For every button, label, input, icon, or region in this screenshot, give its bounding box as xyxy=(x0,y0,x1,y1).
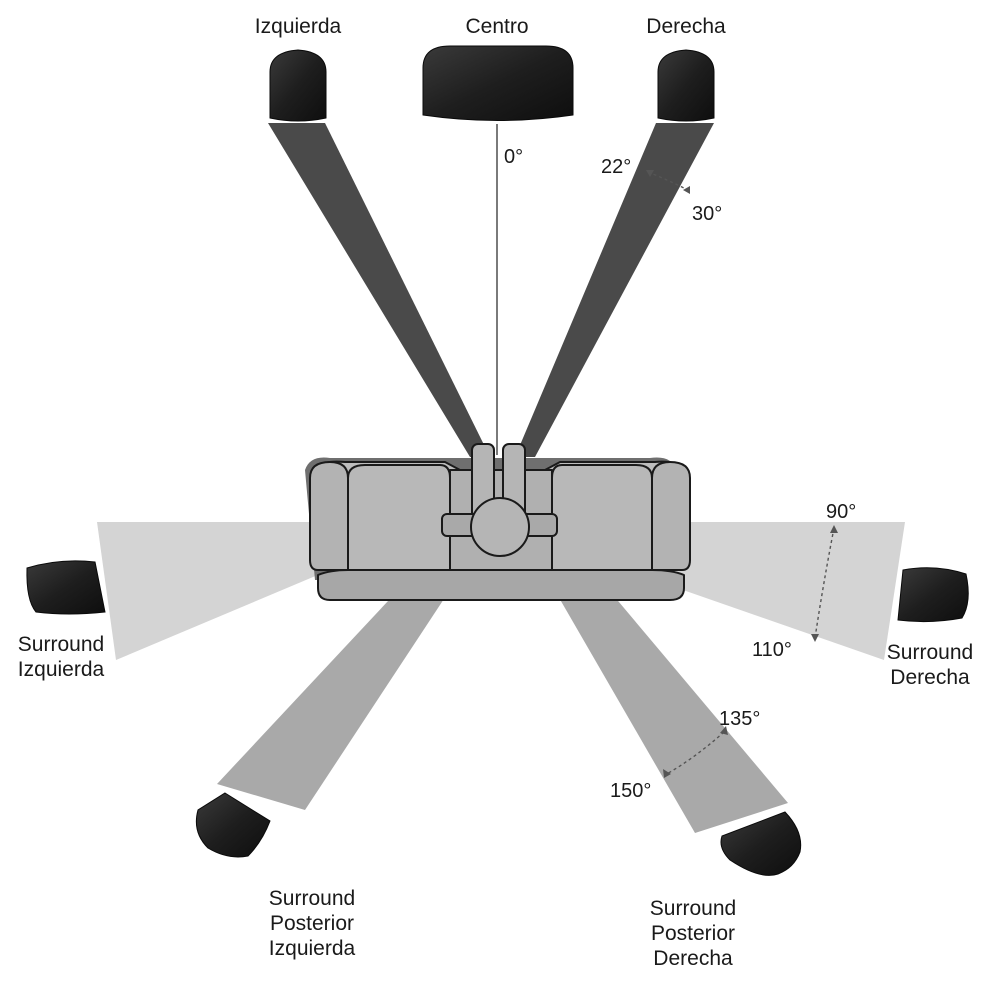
label-center-speaker: Centro xyxy=(465,15,529,38)
label-surround-back-left-line1: Surround xyxy=(268,887,356,910)
arc-back xyxy=(664,731,725,776)
arrow-front-a xyxy=(646,170,654,177)
angle-side-max: 110° xyxy=(752,639,792,661)
speaker-left xyxy=(269,49,327,122)
angle-arcs xyxy=(647,171,835,776)
speaker-surround-back-left xyxy=(195,792,271,858)
beams xyxy=(97,123,905,833)
sofa-cushion-left xyxy=(347,464,451,571)
sofa xyxy=(305,443,691,601)
angle-back-max: 150° xyxy=(610,780,652,802)
label-surround-back-left-line2: Posterior xyxy=(269,912,355,935)
sofa-front xyxy=(317,569,685,601)
beam-surround-back-left xyxy=(217,570,463,810)
beam-surround-back-right xyxy=(543,570,788,833)
angle-side-min: 90° xyxy=(826,501,857,523)
label-surround-back-right-line3: Derecha xyxy=(653,947,733,970)
label-surround-back-right: Surround Posterior Derecha xyxy=(650,896,736,971)
beam-surround-right xyxy=(640,522,905,660)
label-surround-back-left-line3: Izquierda xyxy=(268,937,356,960)
angle-front-min: 22° xyxy=(601,156,632,178)
angle-front-max: 30° xyxy=(692,203,723,225)
sofa-arm-left xyxy=(309,461,349,571)
angle-center: 0° xyxy=(504,146,524,168)
label-surround-right-line1: Surround xyxy=(886,641,974,664)
arrow-side-b xyxy=(811,634,819,642)
label-surround-right-line2: Derecha xyxy=(890,666,970,689)
speakers xyxy=(26,45,969,876)
label-surround-left-line1: Surround xyxy=(17,633,105,656)
sofa-cushion-right xyxy=(551,464,653,571)
label-surround-left-line2: Izquierda xyxy=(17,658,105,681)
label-surround-back-left: Surround Posterior Izquierda xyxy=(269,886,355,961)
speaker-surround-back-right xyxy=(720,811,802,876)
arc-side xyxy=(814,527,835,639)
angle-back-min: 135° xyxy=(719,708,761,730)
arrow-back-a xyxy=(720,726,728,735)
arrow-back-b xyxy=(663,769,671,778)
speaker-surround-left xyxy=(26,560,106,615)
beam-right xyxy=(515,123,714,457)
label-surround-left: Surround Izquierda xyxy=(18,632,104,682)
speaker-center xyxy=(422,45,574,121)
arrow-front-b xyxy=(683,186,690,194)
speaker-right xyxy=(657,49,715,122)
arrow-side-a xyxy=(830,525,838,533)
label-right-speaker: Derecha xyxy=(646,15,726,38)
label-surround-back-right-line1: Surround xyxy=(649,897,737,920)
label-surround-right: Surround Derecha xyxy=(887,640,973,690)
label-surround-back-right-line2: Posterior xyxy=(650,922,736,945)
speaker-surround-right xyxy=(897,567,969,623)
arc-arrows xyxy=(646,170,838,778)
beam-left xyxy=(268,123,490,457)
label-left-speaker: Izquierda xyxy=(254,15,342,38)
person-head xyxy=(470,497,530,557)
beam-surround-left xyxy=(97,522,370,660)
sofa-arm-right xyxy=(651,461,691,571)
